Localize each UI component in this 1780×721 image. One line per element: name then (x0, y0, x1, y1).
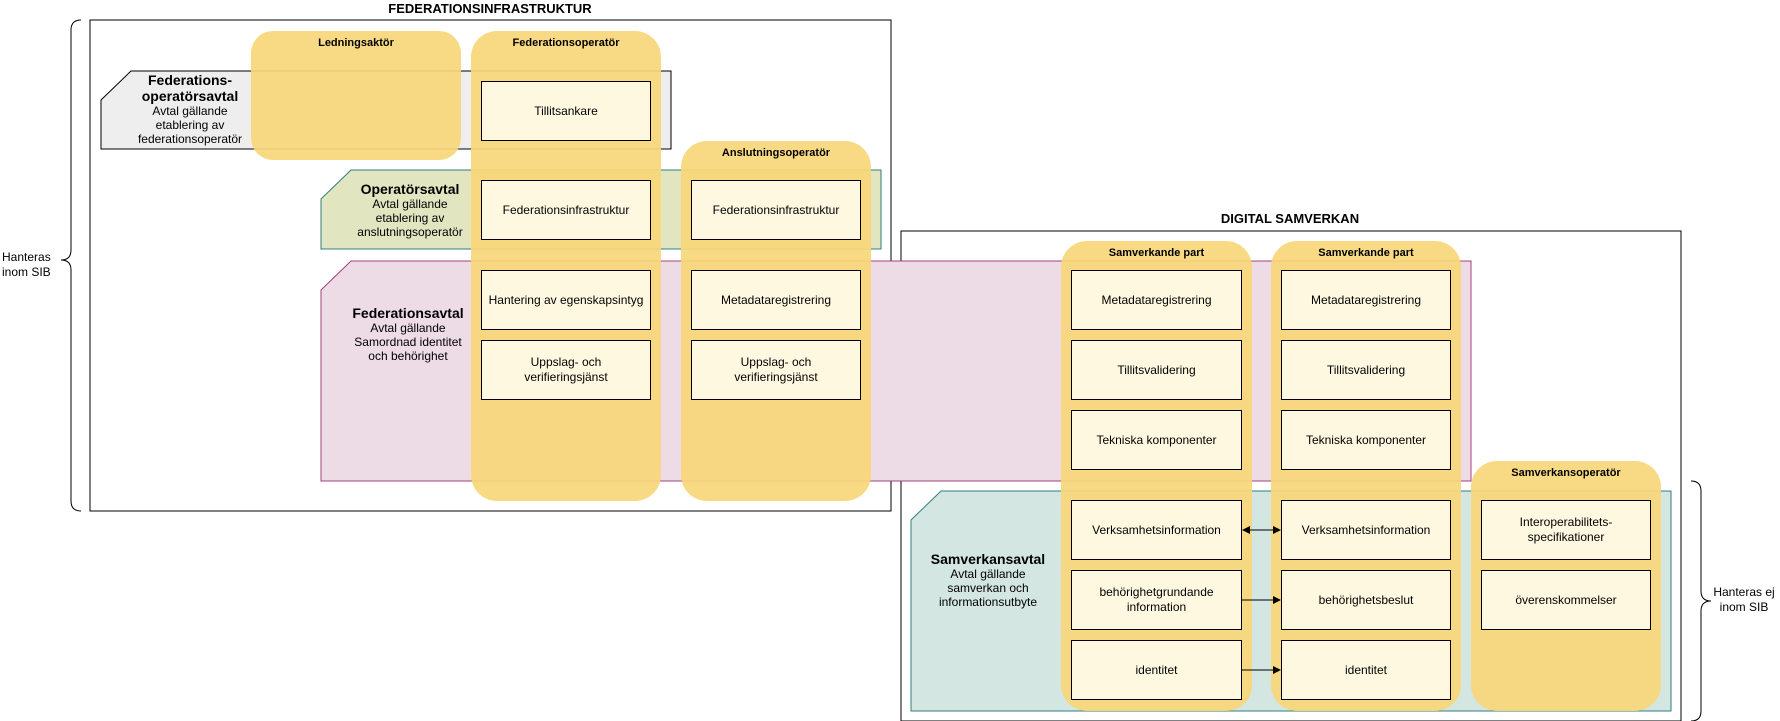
fedop-box-uppslag: Uppslag- och verifieringsjänst (481, 340, 651, 400)
anslut-box-metadataregistrering: Metadataregistrering (691, 270, 861, 330)
left-brace (60, 19, 82, 512)
part2-box-verksamhetsinformation: Verksamhetsinformation (1281, 500, 1451, 560)
fedop-box-tillitsankare: Tillitsankare (481, 81, 651, 141)
fed-agreement-text: Federationsavtal Avtal gällande Samordna… (344, 305, 472, 363)
part1-box-tekniska: Tekniska komponenter (1071, 410, 1242, 470)
part2-box-identitet: identitet (1281, 640, 1451, 700)
lane-title-anslut: Anslutningsoperatör (721, 147, 831, 159)
part2-box-tillitsvalidering: Tillitsvalidering (1281, 340, 1451, 400)
part1-box-verksamhetsinformation: Verksamhetsinformation (1071, 500, 1242, 560)
anslut-box-uppslag: Uppslag- och verifieringsjänst (691, 340, 861, 400)
part2-box-tekniska: Tekniska komponenter (1281, 410, 1451, 470)
left-side-label: Hanteras inom SIB (2, 250, 58, 280)
fedop-box-egenskapsintyg: Hantering av egenskapsintyg (481, 270, 651, 330)
right-brace (1690, 480, 1712, 721)
anslut-box-federationsinfrastruktur: Federationsinfrastruktur (691, 180, 861, 240)
lane-title-samvop: Samverkansoperatör (1511, 467, 1621, 479)
op-agreement-line3: anslutningsoperatör (357, 225, 463, 239)
left-side-line1: Hanteras (2, 250, 51, 264)
fedop-agreement-title-2: operatörsavtal (141, 88, 239, 104)
part2-box-behorighetsbeslut: behörighetsbeslut (1281, 570, 1451, 630)
fed-agreement-line1: Avtal gällande (370, 321, 446, 335)
part1-box-behorighetgrundande: behörighetgrundande information (1071, 570, 1242, 630)
part2-box-metadataregistrering: Metadataregistrering (1281, 270, 1451, 330)
lane-title-part1: Samverkande part (1108, 247, 1205, 259)
lane-title-fedop: Federationsoperatör (512, 37, 620, 49)
left-side-line2: inom SIB (2, 265, 51, 279)
fedop-agreement-line2: etablering av (155, 118, 225, 132)
part1-box-identitet: identitet (1071, 640, 1242, 700)
samv-agreement-line3: informationsutbyte (938, 595, 1038, 609)
fed-agreement-title: Federationsavtal (352, 305, 464, 321)
lane-ledning (251, 31, 461, 160)
fedop-box-federationsinfrastruktur: Federationsinfrastruktur (481, 180, 651, 240)
part1-box-tillitsvalidering: Tillitsvalidering (1071, 340, 1242, 400)
fedop-agreement-line1: Avtal gällande (152, 104, 228, 118)
op-agreement-line2: etablering av (375, 211, 445, 225)
digital-title: DIGITAL SAMVERKAN (1220, 211, 1360, 226)
fedop-agreement-title-1: Federations- (147, 72, 232, 88)
lane-title-ledning: Ledningsaktör (318, 37, 394, 49)
op-agreement-text: Operatörsavtal Avtal gällande etablering… (352, 181, 468, 239)
samv-agreement-line1: Avtal gällande (950, 567, 1026, 581)
samv-agreement-title: Samverkansavtal (930, 551, 1046, 567)
lane-title-part2: Samverkande part (1318, 247, 1414, 259)
fed-agreement-line3: och behörighet (368, 349, 448, 363)
fed-agreement-line2: Samordnad identitet (354, 335, 462, 349)
right-side-label: Hanteras ej inom SIB (1708, 585, 1780, 615)
op-agreement-line1: Avtal gällande (372, 197, 448, 211)
right-side-line1: Hanteras ej (1713, 585, 1775, 599)
fedop-agreement-text: Federations- operatörsavtal Avtal gällan… (132, 72, 248, 146)
federation-title: FEDERATIONSINFRASTRUKTUR (388, 1, 592, 16)
op-agreement-title: Operatörsavtal (360, 181, 460, 197)
samvop-box-interoperabilitet: Interoperabilitets-specifikationer (1481, 500, 1651, 560)
right-side-line2: inom SIB (1719, 600, 1769, 614)
samv-agreement-text: Samverkansavtal Avtal gällande samverkan… (923, 551, 1053, 609)
samv-agreement-line2: samverkan och (947, 581, 1029, 595)
samvop-box-overenskommelser: överenskommelser (1481, 570, 1651, 630)
part1-box-metadataregistrering: Metadataregistrering (1071, 270, 1242, 330)
fedop-agreement-line3: federationsoperatör (137, 132, 243, 146)
